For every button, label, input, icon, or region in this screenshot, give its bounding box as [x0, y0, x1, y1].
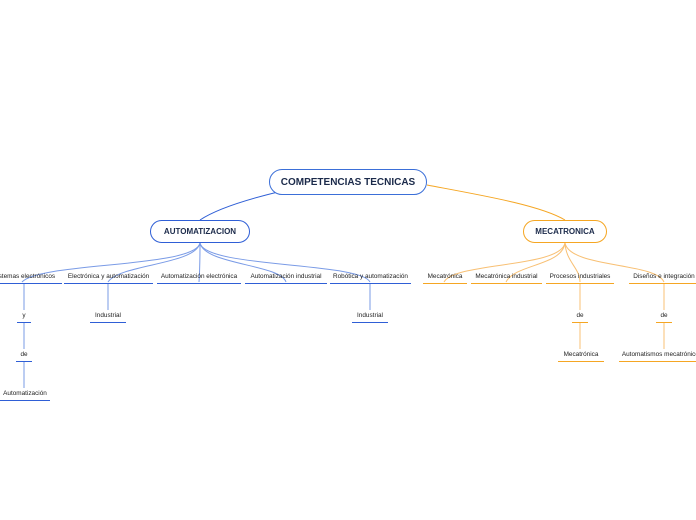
subtopic-disenos-integracion[interactable]: Diseños e integración — [629, 272, 696, 284]
subtopic-de[interactable]: de — [572, 311, 588, 323]
subtopic-mecatronica-leaf[interactable]: Mecatrónica — [558, 350, 604, 362]
subtopic-electronica-automatizacion[interactable]: Electrónica y automatización — [64, 272, 153, 284]
subtopic-mecatronica-industrial[interactable]: Mecatrónica industrial — [471, 272, 542, 284]
root-topic-label: COMPETENCIAS TECNICAS — [280, 176, 416, 188]
subtopic-automatismos-mecatronicos[interactable]: Automatismos mecatrónicos — [619, 350, 696, 362]
main-topic-mecatronica[interactable]: MECATRONICA — [523, 220, 607, 243]
link-meca-item-2 — [505, 242, 566, 283]
link-auto-item-5 — [199, 242, 371, 283]
subtopic-industrial[interactable]: Industrial — [352, 311, 388, 323]
link-auto-item-3 — [198, 242, 201, 283]
subtopic-de[interactable]: de — [16, 350, 32, 362]
subtopic-automatizacion-industrial[interactable]: Automatización industrial — [245, 272, 327, 284]
subtopic-automatizacion[interactable]: Automatización — [0, 389, 50, 401]
link-auto-item-2 — [107, 242, 201, 283]
subtopic-robotica-automatizacion[interactable]: Robótica y automatización — [330, 272, 411, 284]
subtopic-de[interactable]: de — [656, 311, 672, 323]
subtopic-procesos-industriales[interactable]: Procesos industriales — [546, 272, 614, 284]
subtopic-y[interactable]: y — [17, 311, 31, 323]
link-root-automatizacion — [199, 191, 279, 221]
link-meca-item-3 — [564, 242, 581, 283]
main-topic-label: AUTOMATIZACION — [163, 227, 237, 236]
main-topic-label: MECATRONICA — [535, 227, 595, 236]
link-meca-item-1 — [443, 242, 566, 283]
link-auto-item-4 — [199, 242, 287, 283]
link-auto-item-1 — [21, 242, 201, 283]
subtopic-industrial[interactable]: Industrial — [90, 311, 126, 323]
subtopic-sistemas-electronicos[interactable]: Sistemas electrónicos — [0, 272, 62, 284]
main-topic-automatizacion[interactable]: AUTOMATIZACION — [150, 220, 250, 243]
subtopic-mecatronica[interactable]: Mecatrónica — [423, 272, 467, 284]
link-meca-item-4 — [564, 242, 665, 283]
subtopic-automatizacion-electronica[interactable]: Automatización electrónica — [157, 272, 241, 284]
link-root-mecatronica — [426, 184, 566, 221]
root-topic[interactable]: COMPETENCIAS TECNICAS — [269, 169, 427, 195]
